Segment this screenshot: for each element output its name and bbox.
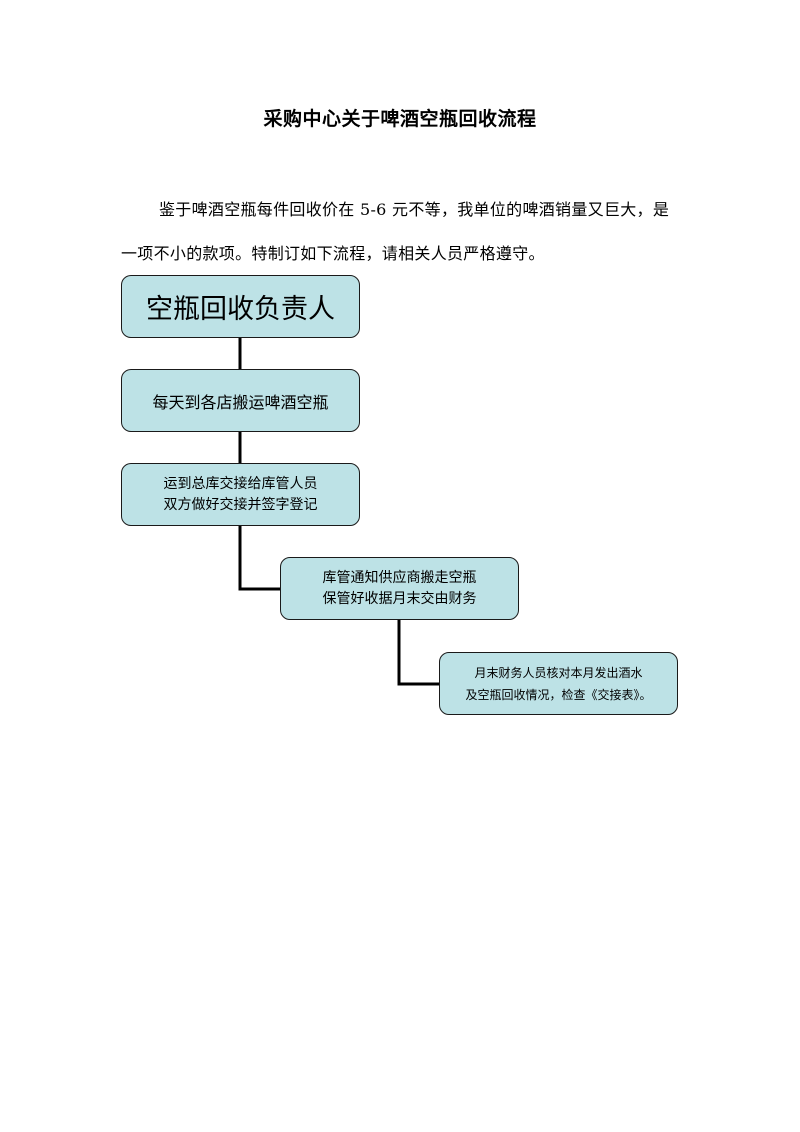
flow-step-daily-collection: 每天到各店搬运啤酒空瓶 (121, 369, 360, 432)
flow-step-5-line-1: 月末财务人员核对本月发出酒水 (474, 665, 643, 680)
flow-step-5-line-2: 及空瓶回收情况，检查《交接表》。 (465, 687, 652, 702)
flow-step-supplier-pickup: 库管通知供应商搬走空瓶 保管好收据月末交由财务 (280, 557, 519, 620)
flow-step-3-line-1: 运到总库交接给库管人员 (163, 475, 318, 492)
flow-step-2-line-1: 每天到各店搬运啤酒空瓶 (152, 392, 329, 412)
connector-3-4 (238, 526, 280, 591)
flow-step-1-line-1: 空瓶回收负责人 (146, 294, 335, 325)
intro-paragraph: 鉴于啤酒空瓶每件回收价在 5-6 元不等，我单位的啤酒销量又巨大，是一项不小的款… (121, 200, 670, 263)
flow-step-3-line-2: 双方做好交接并签字登记 (163, 496, 318, 513)
flow-step-responsible-person: 空瓶回收负责人 (121, 275, 360, 338)
flow-step-finance-check: 月末财务人员核对本月发出酒水 及空瓶回收情况，检查《交接表》。 (439, 652, 678, 715)
flow-step-4-line-2: 保管好收据月末交由财务 (322, 590, 477, 607)
document-title: 采购中心关于啤酒空瓶回收流程 (263, 108, 537, 130)
connector-4-5 (397, 620, 439, 686)
flow-step-warehouse-handover: 运到总库交接给库管人员 双方做好交接并签字登记 (121, 463, 360, 526)
flow-step-4-line-1: 库管通知供应商搬走空瓶 (322, 569, 477, 586)
